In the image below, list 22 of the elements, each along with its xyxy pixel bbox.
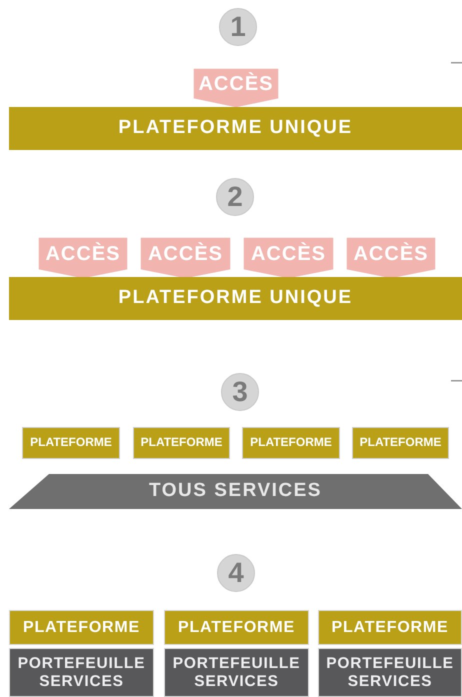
platform-bar: PLATEFORME UNIQUE (9, 277, 462, 320)
step-number-circle: 2 (216, 178, 254, 216)
platform-bar: PLATEFORME UNIQUE (9, 107, 462, 150)
access-banner: ACCÈS (37, 236, 129, 280)
step-number-circle: 4 (217, 554, 255, 592)
platform-box: PLATEFORME (22, 427, 120, 459)
platform-box: PLATEFORME (242, 427, 340, 459)
access-banner: ACCÈS (139, 236, 232, 280)
platform-box: PLATEFORME (164, 610, 309, 645)
platform-box: PLATEFORME (9, 610, 154, 645)
step-number-circle: 3 (221, 373, 259, 411)
platform-box: PLATEFORME (318, 610, 462, 645)
platform-box: PLATEFORME (352, 427, 449, 459)
platform-box: PLATEFORME (133, 427, 230, 459)
portfolio-box: PORTEFEUILLE SERVICES (9, 648, 154, 697)
step-number-circle: 1 (219, 8, 257, 46)
services-trapezoid: TOUS SERVICES (9, 474, 462, 509)
access-banner: ACCÈS (192, 67, 280, 109)
portfolio-box: PORTEFEUILLE SERVICES (318, 648, 462, 697)
access-banner: ACCÈS (345, 236, 437, 280)
access-banner: ACCÈS (242, 236, 335, 280)
portfolio-box: PORTEFEUILLE SERVICES (164, 648, 309, 697)
